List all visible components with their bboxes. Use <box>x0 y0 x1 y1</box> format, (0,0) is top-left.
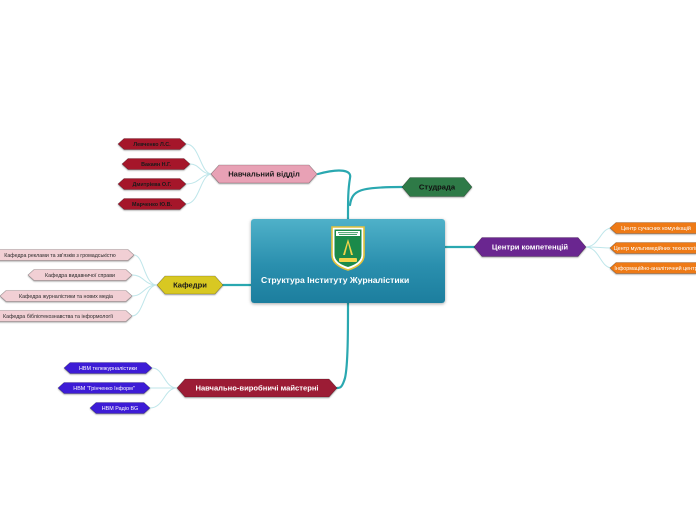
connector-kafedry-child <box>131 274 158 286</box>
node-kafedra-item-shape <box>0 290 133 302</box>
node-maisterni-label: Навчально-виробничі майстерні <box>195 384 318 393</box>
logo-year-band <box>339 258 357 262</box>
node-centry-kompetentsii-label: Центри компетенцій <box>492 243 568 252</box>
node-studrada[interactable]: Студрада <box>401 177 473 197</box>
node-maisterni[interactable]: Навчально-виробничі майстерні <box>176 378 338 398</box>
university-logo <box>331 226 365 271</box>
node-nvm-item-shape <box>89 402 151 414</box>
node-navchalnyi-person-shape <box>117 198 187 210</box>
node-navchalnyi-person-label: Вакаян Н.Г. <box>141 162 171 168</box>
node-centry-kompetentsii-shape <box>473 237 587 257</box>
node-kafedra-item-shape <box>0 249 135 261</box>
node-kafedry-label: Кафедри <box>173 281 207 290</box>
node-nvm-item[interactable]: НВМ тележурналістики <box>63 362 153 374</box>
connector-navchalnyi-child <box>189 163 213 175</box>
node-centry-kompetentsii[interactable]: Центри компетенцій <box>473 237 587 257</box>
node-navchalnyi-person-shape <box>117 138 187 150</box>
node-centr-item-shape <box>609 242 696 254</box>
node-centr-item-label: Центр сучасних комунікацій <box>621 225 691 232</box>
node-nvm-item-shape <box>57 382 151 394</box>
node-navchalnyi-person[interactable]: Вакаян Н.Г. <box>121 158 191 170</box>
node-navchalnyi-viddil-shape <box>210 164 318 184</box>
node-nvm-item-label: НВМ Радіо BG <box>102 406 139 412</box>
connector-maisterni-child <box>149 387 178 409</box>
node-centr-item[interactable]: Центр сучасних комунікацій <box>609 222 696 234</box>
node-navchalnyi-person-label: Левченко Л.С. <box>133 142 171 148</box>
node-nvm-item-shape <box>63 362 153 374</box>
node-kafedra-item-shape <box>27 269 133 281</box>
node-nvm-item-label: НВМ "Грінченко Інформ" <box>73 386 134 392</box>
node-navchalnyi-person-shape <box>117 178 187 190</box>
node-kafedra-item[interactable]: Кафедра бібліотекознавства та інформолог… <box>0 310 133 322</box>
node-centr-item-label: Інформаційно-аналітичний центр <box>614 265 696 272</box>
connector-navchalnyi <box>316 169 352 221</box>
connector-navchalnyi-child <box>185 173 213 205</box>
node-kafedry-shape <box>156 275 224 295</box>
node-navchalnyi-viddil[interactable]: Навчальний відділ <box>210 164 318 184</box>
connector-kafedry-child <box>131 284 158 297</box>
connector-maisterni-child <box>151 367 178 389</box>
node-navchalnyi-person-label: Марченко Ю.В. <box>132 202 172 208</box>
node-kafedra-item-shape <box>0 310 133 322</box>
node-kafedra-item[interactable]: Кафедра реклами та зв'язків з громадські… <box>0 249 135 261</box>
node-nvm-item[interactable]: НВМ "Грінченко Інформ" <box>57 382 151 394</box>
node-kafedra-item[interactable]: Кафедра видавничої справи <box>27 269 133 281</box>
node-navchalnyi-viddil-label: Навчальний відділ <box>228 170 300 179</box>
node-kafedry[interactable]: Кафедри <box>156 275 224 295</box>
node-centr-item[interactable]: Інформаційно-аналітичний центр <box>609 262 696 274</box>
node-maisterni-shape <box>176 378 338 398</box>
node-kafedra-item-label: Кафедра видавничої справи <box>45 273 115 279</box>
connector-navchalnyi-child <box>185 143 213 175</box>
node-centr-item[interactable]: Центр мультимедійних технологій <box>609 242 696 254</box>
connector-centry-child <box>584 227 613 248</box>
node-kafedra-item-label: Кафедра журналістики та нових медіа <box>19 294 113 300</box>
node-centr-item-label: Центр мультимедійних технологій <box>614 245 696 252</box>
node-navchalnyi-person[interactable]: Дмитріева О.Г. <box>117 178 187 190</box>
node-kafedra-item-label: Кафедра реклами та зв'язків з громадські… <box>4 253 116 259</box>
node-navchalnyi-person-shape <box>121 158 191 170</box>
node-studrada-shape <box>401 177 473 197</box>
node-centr-item-shape <box>609 222 696 234</box>
node-studrada-label: Студрада <box>419 183 456 192</box>
connectors <box>131 143 613 409</box>
central-node-title: Структура Інституту Журналістики <box>261 275 410 285</box>
node-kafedra-item-label: Кафедра бібліотекознавства та інформолог… <box>3 314 113 320</box>
connector-kafedry-child <box>133 254 158 286</box>
connector-kafedry-child <box>131 284 158 317</box>
logo-text-band <box>336 231 360 236</box>
connector-studrada <box>348 185 404 207</box>
node-navchalnyi-person-label: Дмитріева О.Г. <box>133 182 172 188</box>
node-nvm-item-label: НВМ тележурналістики <box>79 366 137 372</box>
node-kafedra-item[interactable]: Кафедра журналістики та нових медіа <box>0 290 133 302</box>
node-nvm-item[interactable]: НВМ Радіо BG <box>89 402 151 414</box>
connector-maisterni <box>335 301 350 390</box>
connector-centry-child <box>584 246 613 269</box>
node-navchalnyi-person[interactable]: Марченко Ю.В. <box>117 198 187 210</box>
node-centr-item-shape <box>609 262 696 274</box>
node-navchalnyi-person[interactable]: Левченко Л.С. <box>117 138 187 150</box>
central-node[interactable]: Структура Інституту Журналістики <box>251 219 445 303</box>
